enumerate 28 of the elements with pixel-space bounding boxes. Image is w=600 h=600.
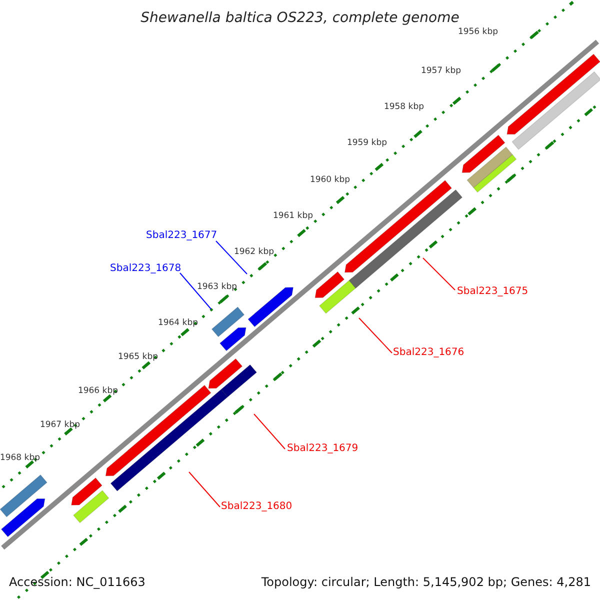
gene-label: Sbal223_1677 [146,231,218,241]
leader-line [422,258,456,290]
gene-label: Sbal223_1680 [221,502,292,512]
scale-tick-label: 1957 kbp [420,67,461,76]
leader-line [188,472,220,508]
gene-label: Sbal223_1679 [287,444,358,454]
leader-line [180,272,212,310]
scale-tick-label: 1960 kbp [310,176,350,184]
scale-tick-label: 1958 kbp [384,103,424,112]
scale-tick-label: 1965 kbp [118,353,158,362]
scale-tick-label: 1959 kbp [346,139,387,148]
scale-tick-label: 1967 kbp [40,421,80,430]
scale-tick-label: 1964 kbp [158,319,198,328]
leader-line [358,318,392,354]
gene-label: Sbal223_1678 [110,264,182,274]
scale-tick-label: 1962 kbp [234,248,274,256]
title: Shewanella baltica OS223, complete genome [140,11,460,25]
scale-tick-label: 1956 kbp [458,28,498,36]
leader-line [254,414,286,450]
scale-tick-label: 1968 kbp [0,454,40,462]
accession-text: Accession: NC_011663 [9,576,146,588]
leader-line [216,240,248,274]
scale-tick-label: 1966 kbp [78,387,118,396]
gene-label: Sbal223_1676 [393,348,464,358]
gene-label: Sbal223_1675 [457,287,528,297]
scale-tick-label: 1963 kbp [196,283,237,292]
scale-tick-label: 1961 kbp [272,212,313,220]
genome-info-text: Topology: circular; Length: 5,145,902 bp; Genes: 4,281 [261,576,591,588]
